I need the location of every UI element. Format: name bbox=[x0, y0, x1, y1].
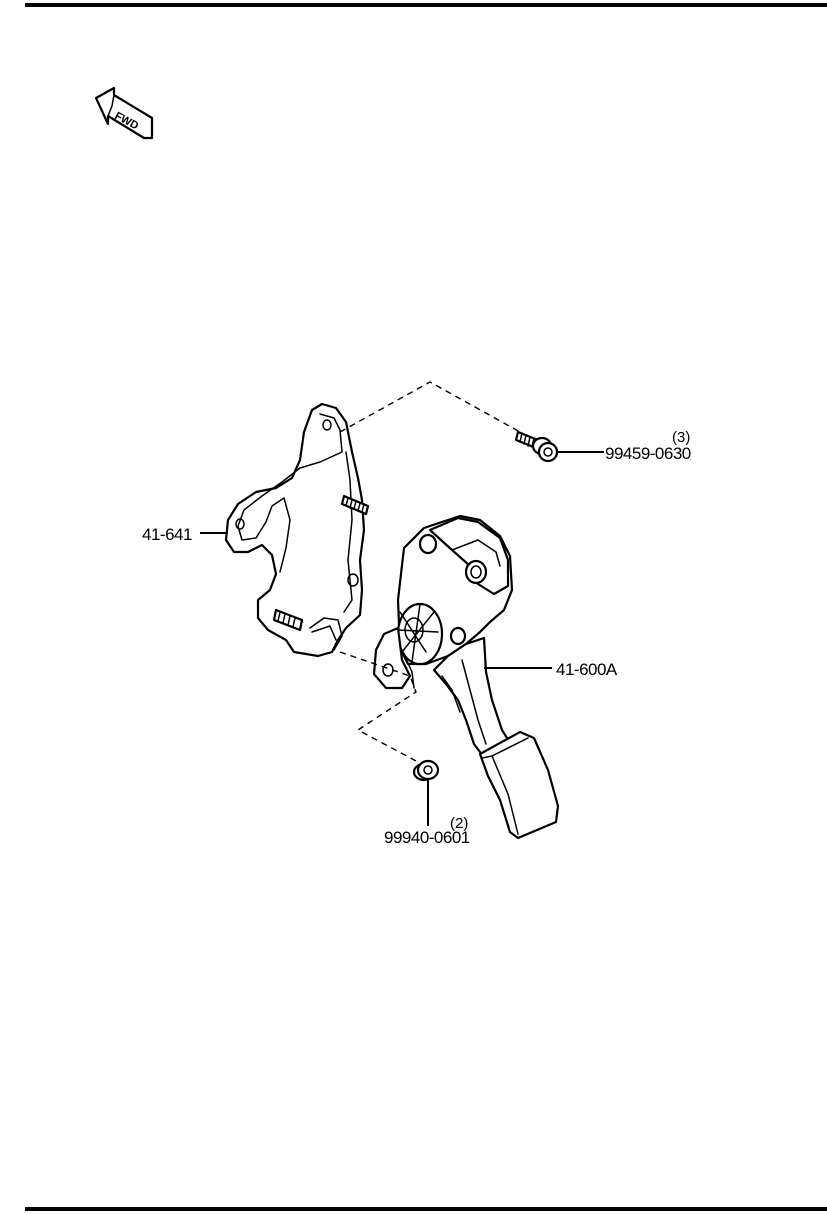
stud-upper-icon bbox=[340, 494, 370, 516]
label-bolt-quantity: (3) bbox=[672, 429, 690, 446]
nut-assembly-line bbox=[339, 651, 419, 763]
bracket-drawing bbox=[224, 402, 370, 658]
pedal-pad-icon bbox=[478, 730, 560, 840]
bolt-drawing bbox=[514, 430, 559, 463]
nut-drawing bbox=[412, 759, 440, 782]
label-nut-part-number: 99940-0601 bbox=[384, 828, 470, 847]
label-bolt-part-number: 99459-0630 bbox=[605, 444, 691, 463]
fwd-arrow-icon: FWD bbox=[94, 86, 154, 140]
stud-lower-icon bbox=[272, 608, 304, 632]
bolt-assembly-line bbox=[339, 381, 521, 433]
pedal-rotor-icon bbox=[396, 602, 444, 666]
pedal-assembly-drawing bbox=[372, 514, 560, 840]
label-pedal-part-number: 41-600A bbox=[556, 660, 618, 679]
label-nut-quantity: (2) bbox=[450, 815, 468, 832]
label-bracket-part-number: 41-641 bbox=[142, 525, 192, 544]
